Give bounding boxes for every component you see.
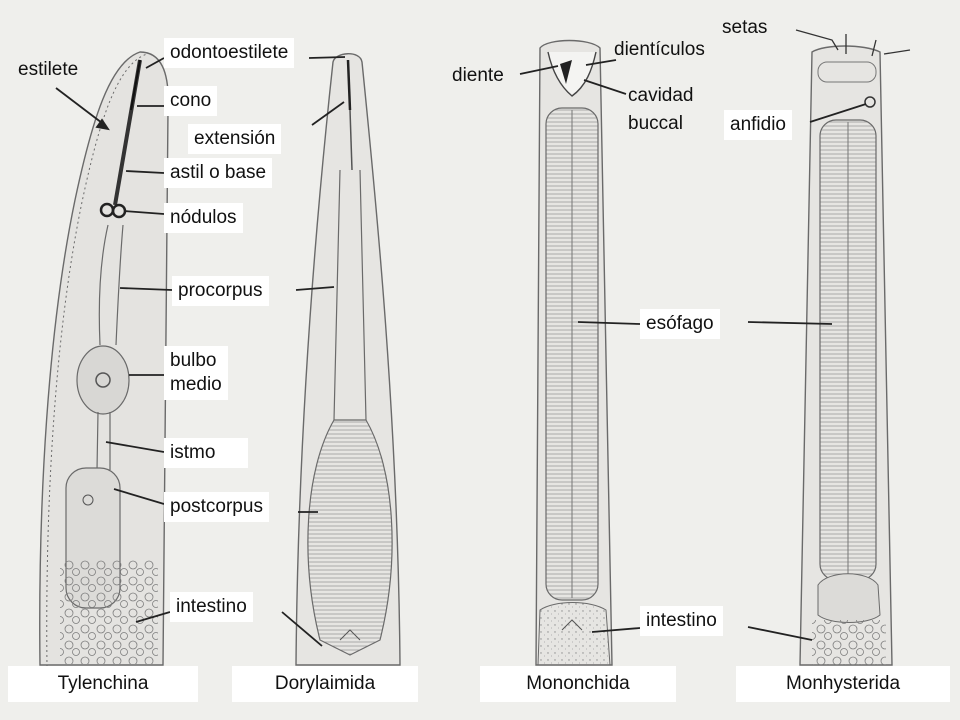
label-odontoestilete: odontoestilete bbox=[164, 38, 295, 68]
setae bbox=[795, 29, 911, 57]
label-anfidio: anfidio bbox=[724, 110, 792, 140]
label-bulbo-medio: bulbo medio bbox=[164, 346, 228, 400]
mononchida-specimen bbox=[535, 39, 613, 666]
label-astil-o-base: astil o base bbox=[164, 158, 273, 188]
tylenchina-specimen bbox=[39, 51, 169, 668]
label-extension: extensión bbox=[188, 124, 282, 154]
label-denticulos: dientículos bbox=[614, 39, 705, 60]
monhysterida-specimen bbox=[799, 45, 893, 666]
leader-lines bbox=[55, 56, 867, 647]
label-postcorpus: postcorpus bbox=[164, 492, 269, 522]
dorylaimida-specimen bbox=[295, 53, 401, 666]
label-setas: setas bbox=[722, 17, 768, 38]
label-procorpus: procorpus bbox=[172, 276, 269, 306]
label-cavidad-buccal: cavidad buccal bbox=[628, 85, 694, 134]
label-intestino: intestino bbox=[170, 592, 253, 622]
label-estilete: estilete bbox=[18, 59, 79, 80]
taxon-mononchida: Mononchida bbox=[480, 666, 676, 702]
label-cono: cono bbox=[164, 86, 218, 116]
label-diente: diente bbox=[452, 65, 504, 86]
label-intestino-right: intestino bbox=[640, 606, 723, 636]
label-esofago: esófago bbox=[640, 309, 720, 339]
label-istmo: istmo bbox=[164, 438, 248, 468]
taxon-monhysterida: Monhysterida bbox=[736, 666, 950, 702]
taxon-tylenchina: Tylenchina bbox=[8, 666, 198, 702]
label-nodulos: nódulos bbox=[164, 203, 243, 233]
taxon-dorylaimida: Dorylaimida bbox=[232, 666, 418, 702]
